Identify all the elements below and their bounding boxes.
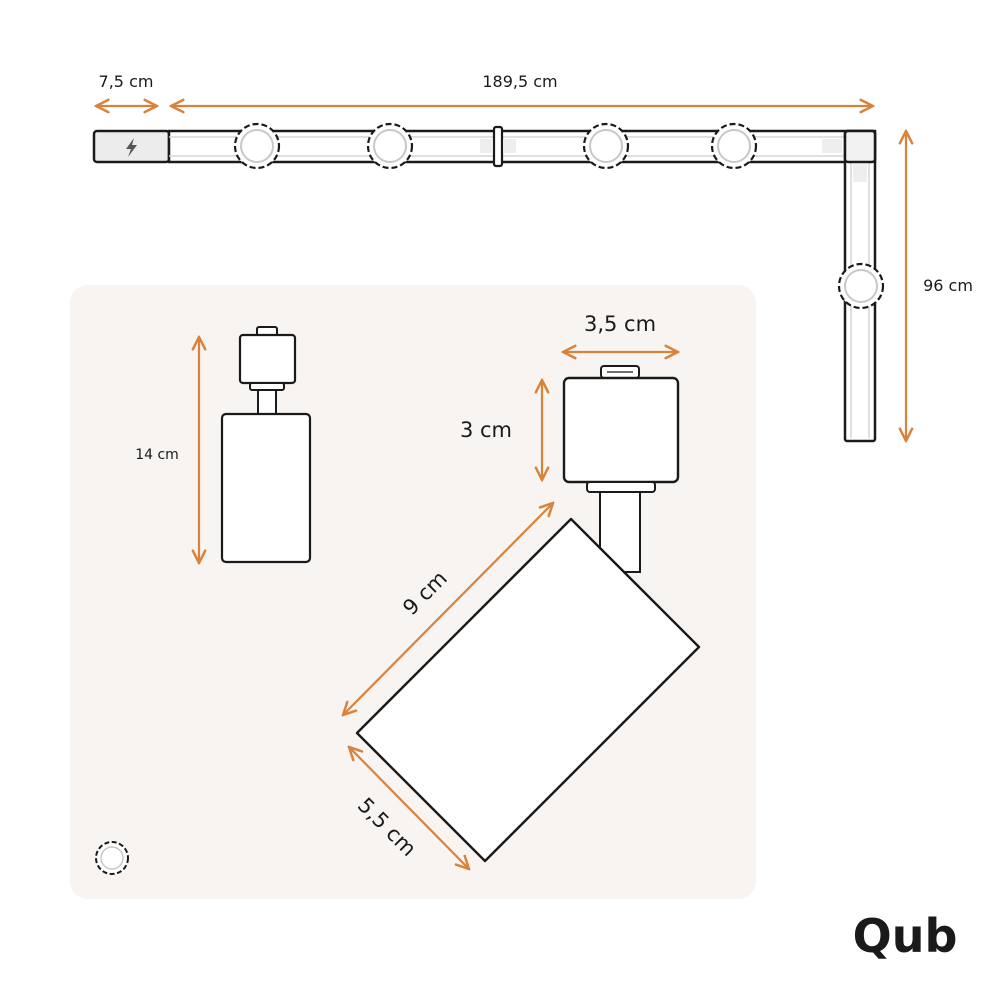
dimension-lines (96, 106, 906, 869)
rail-spotlight (710, 122, 758, 170)
label-rail-length: 189,5 cm (482, 72, 557, 91)
rail-connector (492, 125, 504, 168)
rail-spotlight (366, 122, 414, 170)
rail-spotlight (233, 122, 281, 170)
track-system (92, 122, 885, 443)
brand-logo: Qub (853, 909, 958, 963)
corner-connector (843, 129, 877, 164)
spotlight-icon (95, 841, 129, 875)
label-side-rail-length: 96 cm (923, 276, 973, 295)
label-adapter-height: 3 cm (460, 418, 512, 442)
dim-line-head-length (343, 503, 553, 715)
label-feed-length: 7,5 cm (99, 72, 154, 91)
power-feed (92, 129, 171, 164)
rail-spotlight (582, 122, 630, 170)
label-spot-height: 14 cm (135, 447, 179, 463)
dim-line-head-diameter (349, 747, 469, 869)
rail-spotlight (837, 262, 885, 310)
spotlight-front-view (220, 326, 312, 564)
label-adapter-width: 3,5 cm (584, 312, 656, 336)
rail-spots (233, 122, 885, 310)
horizontal-rail (167, 125, 877, 168)
lightning-icon (126, 138, 137, 157)
